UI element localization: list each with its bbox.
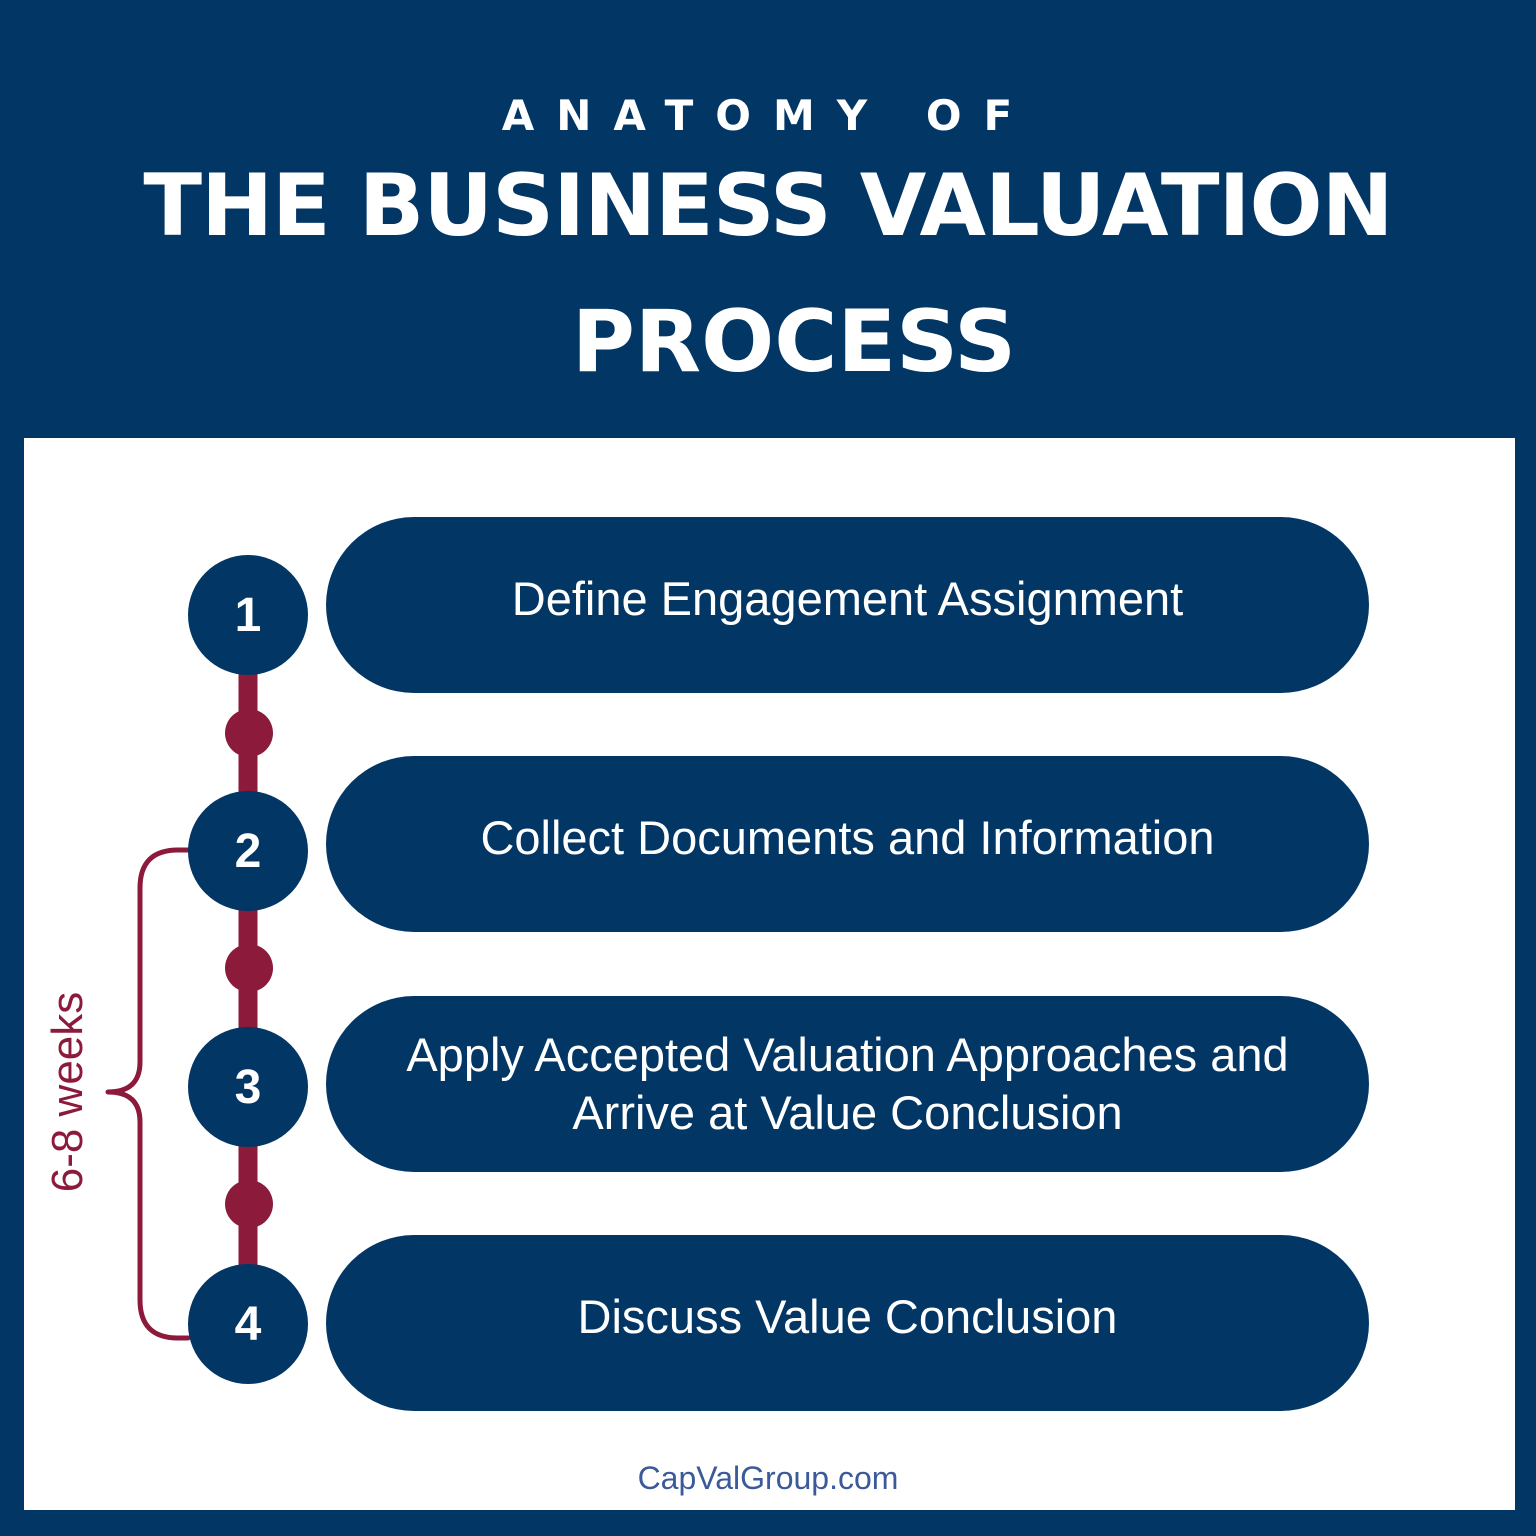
step-2-box: Collect Documents and Information <box>326 756 1369 932</box>
header-title-line-1: THE BUSINESS VALUATION <box>143 156 1393 256</box>
header-title-line-2: PROCESS <box>571 292 1017 392</box>
timeline-dot-3 <box>225 1180 273 1228</box>
header-kicker: ANATOMY OF <box>501 91 1035 140</box>
step-4-number: 4 <box>188 1264 308 1384</box>
step-4-box: Discuss Value Conclusion <box>326 1235 1369 1411</box>
duration-brace <box>105 847 191 1341</box>
step-2-label: Collect Documents and Information <box>480 811 1215 864</box>
step-3-box: Apply Accepted Valuation Approaches and … <box>326 996 1369 1172</box>
step-1-box: Define Engagement Assignment <box>326 517 1369 693</box>
timeline-dot-1 <box>225 709 273 757</box>
step-1-label: Define Engagement Assignment <box>511 572 1184 625</box>
duration-label: 6-8 weeks <box>43 991 92 1193</box>
step-3-number: 3 <box>188 1027 308 1147</box>
step-1-number: 1 <box>188 555 308 675</box>
step-3-label: Apply Accepted Valuation Approaches and … <box>406 1028 1289 1139</box>
footer-website: CapValGroup.com <box>637 1460 899 1496</box>
header-banner: ANATOMY OF THE BUSINESS VALUATION PROCES… <box>0 0 1536 438</box>
step-4-label: Discuss Value Conclusion <box>577 1290 1118 1343</box>
timeline-dot-2 <box>225 944 273 992</box>
step-2-number: 2 <box>188 791 308 911</box>
